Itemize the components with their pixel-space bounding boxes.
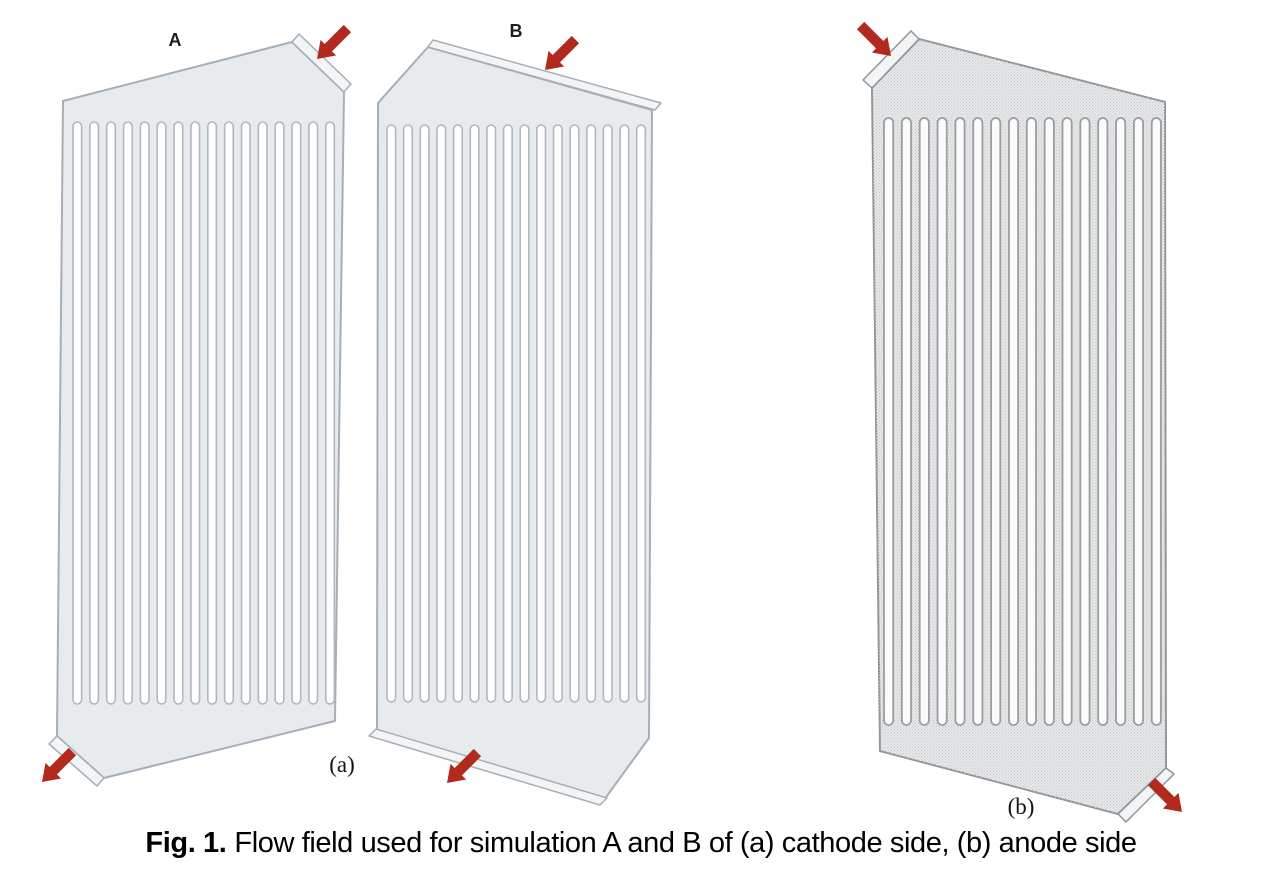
- cathode-plate-b: [368, 39, 662, 806]
- anode-plate-channel: [1043, 117, 1055, 726]
- cathode-plate-a-channel: [139, 121, 150, 705]
- cathode-plate-b-channel: [402, 124, 414, 703]
- anode-plate-channel: [1079, 117, 1091, 726]
- anode-plate-channel: [1150, 117, 1162, 726]
- panel-a-label: (a): [329, 752, 355, 777]
- anode-plate-channel: [1008, 117, 1020, 726]
- anode-plate-channel: [990, 117, 1002, 726]
- caption-text: Flow field used for simulation A and B o…: [234, 827, 1137, 859]
- outlet-arrow-anode: [1147, 777, 1182, 812]
- cathode-plate-a: [48, 33, 352, 787]
- figure-caption: Fig. 1.Flow field used for simulation A …: [0, 827, 1282, 860]
- inlet-arrow-plate-b: [545, 35, 580, 70]
- anode-plate: [862, 30, 1175, 823]
- anode-plate-channel: [1133, 117, 1145, 726]
- cathode-plate-a-port-strip-0: [291, 33, 352, 93]
- anode-plate-channel: [1115, 117, 1127, 726]
- cathode-plate-b-channel: [635, 124, 647, 703]
- cathode-plate-b-channel: [519, 124, 530, 703]
- cathode-plate-a-channel: [274, 121, 285, 705]
- cathode-plate-a-channel: [190, 121, 201, 705]
- anode-plate-channel: [954, 117, 966, 726]
- cathode-plate-b-channel: [536, 124, 547, 703]
- cathode-plate-b-channel: [419, 124, 430, 703]
- cathode-plate-a-channel: [122, 121, 133, 705]
- cathode-plate-b-channel: [585, 124, 597, 703]
- cathode-plate-b-channel: [602, 124, 613, 703]
- anode-plate-channel: [1025, 117, 1037, 726]
- cathode-plate-b-port-strip-0: [427, 39, 662, 111]
- cathode-plate-a-channel: [105, 121, 117, 705]
- anode-plate-port-strip-0: [862, 30, 920, 89]
- cathode-plate-a-channel: [257, 121, 268, 705]
- anode-plate-channel: [1097, 117, 1109, 726]
- anode-plate-channel: [918, 117, 930, 726]
- cathode-plate-a-port-strip-1: [48, 735, 105, 787]
- cathode-plate-a-channel: [308, 121, 319, 705]
- cathode-plate-a-channel: [240, 121, 251, 705]
- cathode-plate-a-channel: [324, 121, 336, 705]
- caption-label: Fig. 1.: [145, 827, 227, 859]
- cathode-plate-a-channel: [89, 121, 100, 705]
- cathode-plate-b-channel: [619, 124, 630, 703]
- cathode-plate-a-channel: [72, 121, 83, 705]
- cathode-plate-b-channel: [552, 124, 563, 703]
- cathode-plate-b-channel: [386, 124, 397, 703]
- cathode-plate-a-channel: [223, 121, 235, 705]
- cathode-plate-a-channel: [156, 121, 167, 705]
- anode-plate-channel: [936, 117, 948, 726]
- cathode-plate-b-channel: [486, 124, 497, 703]
- inlet-arrow-plate-a: [317, 24, 352, 59]
- cathode-plate-a-channel: [173, 121, 184, 705]
- cathode-plate-b-channel: [452, 124, 464, 703]
- anode-plate-channel: [1061, 117, 1073, 726]
- cathode-plate-a-channel: [207, 121, 218, 705]
- cathode-plate-a-channel: [291, 121, 302, 705]
- outlet-arrow-plate-a: [42, 747, 77, 782]
- flow-field-diagram: [42, 21, 1182, 823]
- plate-b-label: B: [509, 21, 523, 41]
- inlet-arrow-anode: [856, 21, 891, 56]
- anode-plate-channel: [972, 117, 984, 726]
- outlet-arrow-plate-b: [447, 748, 482, 783]
- panel-b-label: (b): [1007, 794, 1035, 819]
- cathode-plate-b-channel: [502, 124, 513, 703]
- anode-plate-channel: [900, 117, 912, 726]
- cathode-plate-b-channel: [469, 124, 480, 703]
- cathode-plate-b-channel: [436, 124, 447, 703]
- anode-plate-channel: [883, 117, 895, 726]
- cathode-plate-b-port-strip-1: [368, 728, 608, 806]
- cathode-plate-b-channel: [569, 124, 580, 703]
- plate-a-label: A: [168, 30, 182, 50]
